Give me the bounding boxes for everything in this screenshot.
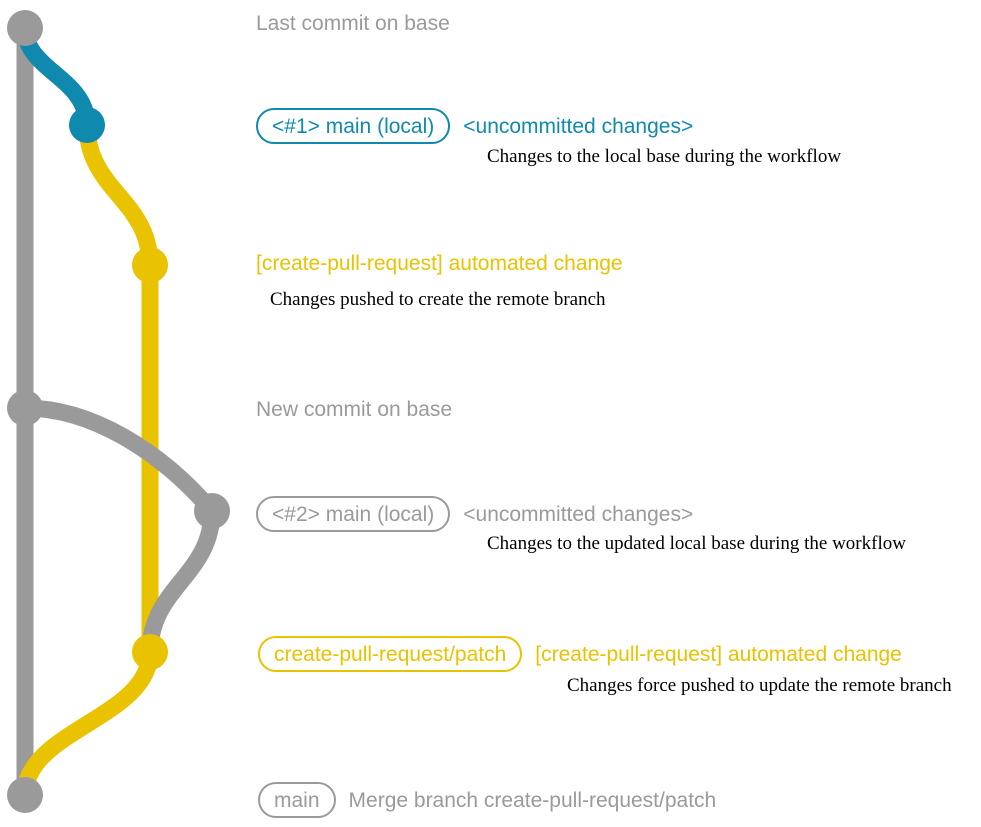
section-label-new-commit-on-base: New commit on base [256, 398, 453, 421]
commit-node-local-change-2[interactable] [194, 493, 230, 529]
commit-description-branch-automated-change-2: Changes force pushed to update the remot… [567, 675, 952, 696]
commit-node-layer [7, 10, 230, 813]
commit-description-branch-automated-change-1: Changes pushed to create the remote bran… [270, 289, 606, 310]
branch-pill-local-uncommitted-1[interactable]: <#1> main (local) [256, 108, 451, 144]
commit-node-branch-commit-1[interactable] [132, 247, 168, 283]
commit-node-local-change-1[interactable] [69, 107, 105, 143]
commit-row-local-uncommitted-2: <#2> main (local) <uncommitted changes> [256, 496, 693, 532]
commit-subject-local-uncommitted-1: <uncommitted changes> [463, 114, 694, 138]
commit-description-local-uncommitted-1: Changes to the local base during the wor… [487, 146, 842, 167]
commit-subject-branch-automated-change-2: [create-pull-request] automated change [535, 642, 902, 666]
commit-subject-base-merge: Merge branch create-pull-request/patch [348, 788, 717, 812]
commit-row-base-merge: main Merge branch create-pull-request/pat… [258, 782, 716, 818]
branch-pill-base-merge[interactable]: main [258, 782, 336, 818]
commit-description-local-uncommitted-2: Changes to the updated local base during… [487, 533, 906, 554]
commit-node-base-merge-commit[interactable] [7, 777, 43, 813]
commit-subject-local-uncommitted-2: <uncommitted changes> [463, 502, 694, 526]
edge-branch-2-to-merge [16, 643, 159, 804]
edge-local-2-to-branch-2 [141, 502, 221, 661]
commit-row-local-uncommitted-1: <#1> main (local) <uncommitted changes> [256, 108, 693, 144]
commit-row-branch-automated-change-1: [create-pull-request] automated change [256, 253, 623, 274]
commit-node-base-new-commit[interactable] [7, 390, 43, 426]
commit-node-base-last-commit[interactable] [7, 10, 43, 46]
commit-row-branch-automated-change-2: create-pull-request/patch [create-pull-re… [258, 636, 902, 672]
commit-node-branch-commit-2[interactable] [132, 634, 168, 670]
branch-pill-branch-automated-change-2[interactable]: create-pull-request/patch [258, 636, 523, 672]
edge-base-to-local-2 [16, 399, 221, 520]
edge-local-1-to-branch-1 [78, 116, 159, 274]
branch-pill-local-uncommitted-2[interactable]: <#2> main (local) [256, 496, 451, 532]
section-label-last-commit-on-base: Last commit on base [256, 12, 450, 35]
commit-subject-branch-automated-change-1: [create-pull-request] automated change [256, 252, 623, 275]
